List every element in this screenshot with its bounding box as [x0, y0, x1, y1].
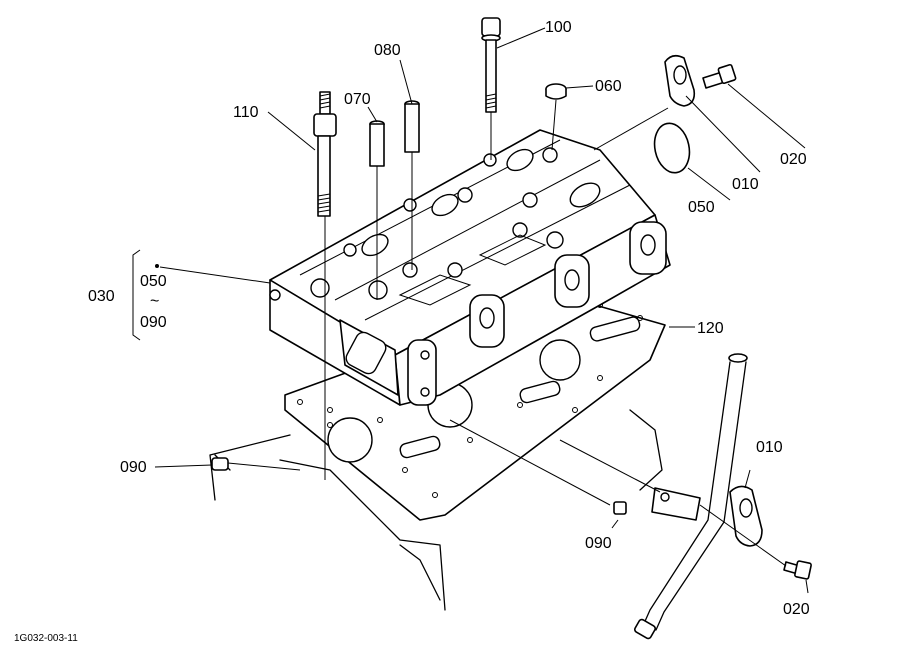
callout-020-upper: 020	[780, 151, 807, 168]
head-bolt	[481, 17, 501, 113]
cylinder-head	[269, 129, 671, 406]
callout-100: 100	[545, 19, 572, 36]
callout-080: 080	[374, 42, 401, 59]
figure-reference-code: 1G032-003-11	[14, 633, 78, 644]
callout-090-left: 090	[120, 459, 147, 476]
stud-110	[313, 91, 337, 217]
callout-110: 110	[233, 104, 259, 121]
callout-range-tilde: ~	[150, 293, 159, 310]
callout-010-lower: 010	[756, 439, 783, 456]
callout-070: 070	[344, 91, 371, 108]
callout-050-range-start: 050	[140, 273, 167, 290]
callout-050-plug: 050	[688, 199, 715, 216]
head-gasket	[284, 294, 666, 521]
bolt-upper	[702, 63, 737, 89]
dipstick-guide	[634, 353, 748, 640]
lifting-hanger-upper	[664, 54, 696, 107]
plug-left	[211, 457, 229, 471]
cap-060	[545, 83, 567, 100]
bolt-lower	[783, 560, 812, 580]
cup-plug	[653, 122, 691, 174]
callout-060: 060	[595, 78, 622, 95]
callout-090-lower: 090	[585, 535, 612, 552]
leader-lines	[132, 27, 809, 594]
plug-lower	[613, 501, 627, 515]
lifting-hanger-lower	[729, 485, 763, 547]
callout-090-range-end: 090	[140, 314, 167, 331]
valve-guide-080	[404, 100, 420, 153]
callout-labels: 100 080 060 070 110 020 010 050 050 ~ 03…	[14, 19, 810, 644]
callout-010-upper: 010	[732, 176, 759, 193]
callout-020-lower: 020	[783, 601, 810, 618]
callout-120: 120	[697, 320, 724, 337]
callout-030: 030	[88, 288, 115, 305]
valve-guide-070	[369, 120, 385, 167]
